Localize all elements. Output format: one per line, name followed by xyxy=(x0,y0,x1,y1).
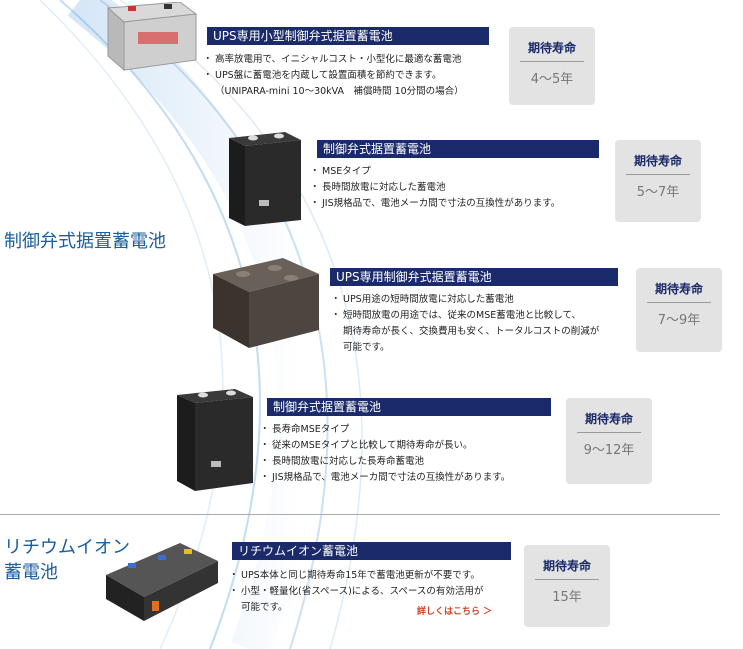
product-title: 制御弁式据置蓄電池 xyxy=(323,142,432,156)
expected-life-box: 期待寿命 4～5年 xyxy=(509,27,595,105)
expected-life-label: 期待寿命 xyxy=(584,412,633,426)
bullet-item: 短時間放電の用途では、従来のMSE蓄電池と比較して、 xyxy=(331,308,599,324)
battery-image-mse xyxy=(225,128,305,232)
bullet-item: JIS規格品で、電池メーカ間で寸法の互換性があります。 xyxy=(310,196,560,212)
expected-life-label: 期待寿命 xyxy=(542,559,591,573)
title-mark xyxy=(203,27,207,45)
bullet-item: JIS規格品で、電池メーカ間で寸法の互換性があります。 xyxy=(260,470,510,486)
title-mark xyxy=(263,398,267,416)
category-lithium-line2: 蓄電池 xyxy=(4,562,58,583)
expected-life-divider xyxy=(626,174,690,175)
bullet-item: 期待寿命が長く、交換費用も安く、トータルコストの削減が xyxy=(343,326,600,337)
expected-life-box: 期待寿命 15年 xyxy=(524,545,610,627)
battery-image-small-ups xyxy=(98,1,198,78)
product-title: リチウムイオン蓄電池 xyxy=(238,544,359,558)
product-bullets: 長寿命MSEタイプ 従来のMSEタイプと比較して期待寿命が長い。 長時間放電に対… xyxy=(260,422,510,486)
expected-life-box: 期待寿命 5～7年 xyxy=(615,140,701,222)
product-title-bar: UPS専用小型制御弁式据置蓄電池 xyxy=(203,27,489,45)
category-lithium-line1: リチウムイオン xyxy=(4,537,130,558)
bullet-item: 高率放電用で、イニシャルコスト・小型化に最適な蓄電池 xyxy=(203,52,464,68)
product-title-bar: UPS専用制御弁式据置蓄電池 xyxy=(326,268,618,286)
product-title-bar: 制御弁式据置蓄電池 xyxy=(313,140,599,158)
expected-life-value: 7～9年 xyxy=(657,313,701,328)
product-title-bar: 制御弁式据置蓄電池 xyxy=(263,398,551,416)
expected-life-divider xyxy=(647,302,711,303)
bullet-item: UPS用途の短時間放電に対応した蓄電池 xyxy=(331,292,599,308)
title-mark xyxy=(228,542,232,560)
expected-life-label: 期待寿命 xyxy=(654,282,703,296)
expected-life-label: 期待寿命 xyxy=(633,154,682,168)
title-mark xyxy=(326,268,330,286)
product-bullets: UPS本体と同じ期待寿命15年で蓄電池更新が不要です。 小型・軽量化(省スペース… xyxy=(229,568,483,616)
title-mark xyxy=(313,140,317,158)
expected-life-value: 15年 xyxy=(552,590,582,605)
expected-life-divider xyxy=(520,61,584,62)
expected-life-value: 4～5年 xyxy=(530,72,574,87)
bullet-item: MSEタイプ xyxy=(310,164,560,180)
expected-life-label: 期待寿命 xyxy=(527,41,576,55)
product-title: 制御弁式据置蓄電池 xyxy=(273,400,382,414)
battery-image-lithium-ion xyxy=(98,535,222,627)
details-link[interactable]: 詳しくはこちら ＞ xyxy=(417,607,493,617)
expected-life-value: 5～7年 xyxy=(636,185,680,200)
expected-life-value: 9～12年 xyxy=(583,443,635,458)
product-title: UPS専用小型制御弁式据置蓄電池 xyxy=(213,29,393,43)
bullet-item: 従来のMSEタイプと比較して期待寿命が長い。 xyxy=(260,438,510,454)
expected-life-divider xyxy=(535,579,599,580)
bullet-item: UPS本体と同じ期待寿命15年で蓄電池更新が不要です。 xyxy=(229,568,483,584)
bullet-item: 長時間放電に対応した蓄電池 xyxy=(310,180,560,196)
product-bullets: UPS用途の短時間放電に対応した蓄電池 短時間放電の用途では、従来のMSE蓄電池… xyxy=(331,292,600,356)
expected-life-box: 期待寿命 9～12年 xyxy=(566,398,652,484)
bullet-item: UPS盤に蓄電池を内蔵して設置面積を節約できます。 xyxy=(203,68,464,84)
bullet-item: 小型・軽量化(省スペース)による、スペースの有効活用が xyxy=(229,584,483,600)
product-bullets: MSEタイプ 長時間放電に対応した蓄電池 JIS規格品で、電池メーカ間で寸法の互… xyxy=(310,164,560,212)
section-divider xyxy=(0,514,720,515)
expected-life-divider xyxy=(577,432,641,433)
battery-image-long-life-mse xyxy=(173,385,257,497)
bullet-item: 可能です。 xyxy=(343,342,390,353)
product-title-bar: リチウムイオン蓄電池 xyxy=(228,542,511,560)
bullet-item: 長時間放電に対応した長寿命蓄電池 xyxy=(260,454,510,470)
bullet-item: 長寿命MSEタイプ xyxy=(260,422,510,438)
battery-image-ups-vrla xyxy=(203,252,323,356)
product-bullets: 高率放電用で、イニシャルコスト・小型化に最適な蓄電池 UPS盤に蓄電池を内蔵して… xyxy=(203,52,464,100)
expected-life-box: 期待寿命 7～9年 xyxy=(636,268,722,352)
category-lithium: リチウムイオン 蓄電池 xyxy=(4,535,130,585)
bullet-item: 可能です。 xyxy=(241,602,288,613)
product-title: UPS専用制御弁式据置蓄電池 xyxy=(336,270,492,284)
category-vrla: 制御弁式据置蓄電池 xyxy=(4,231,166,252)
bullet-item: （UNIPARA-mini 10～30kVA 補償時間 10分間の場合） xyxy=(215,86,464,97)
